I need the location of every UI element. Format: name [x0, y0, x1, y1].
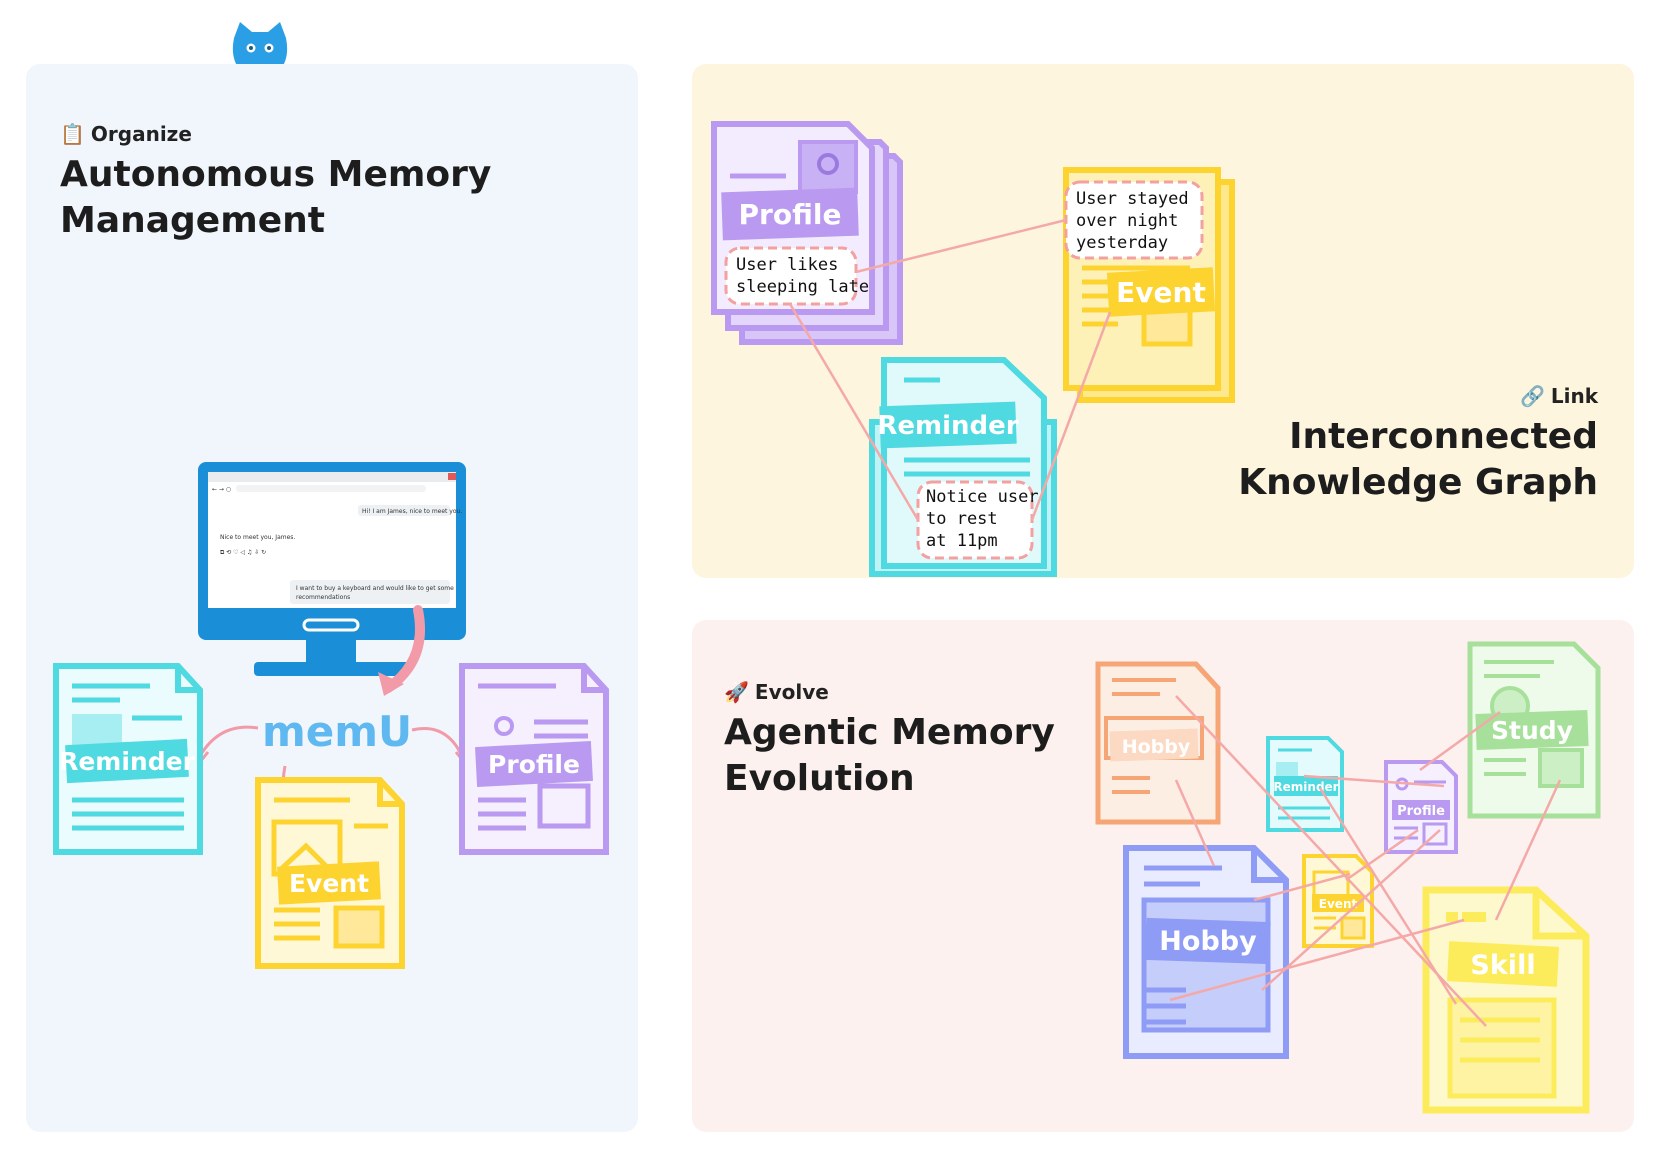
event-document-icon-small: Event — [1302, 854, 1374, 948]
svg-text:over night: over night — [1076, 211, 1178, 231]
study-document-icon: Study — [1467, 641, 1601, 819]
rocket-icon: 🚀 — [724, 680, 749, 704]
evolve-event-label: Event — [1319, 897, 1358, 911]
svg-text:recommendations: recommendations — [296, 594, 350, 601]
profile-document-icon-small: Profile — [1384, 760, 1458, 854]
event-document-icon: Event User stayed over night yesterday — [1063, 167, 1235, 403]
svg-text:yesterday: yesterday — [1076, 233, 1168, 253]
evolve-reminder-label: Reminder — [1273, 780, 1338, 794]
link-icon: 🔗 — [1519, 384, 1545, 408]
profile-note: User likes — [736, 255, 838, 275]
evolve-link-lines — [1169, 695, 1562, 1027]
hobby-label: Hobby — [1159, 926, 1257, 957]
svg-text:sleeping late: sleeping late — [736, 277, 869, 297]
reminder-document-icon: Reminder Notice user to rest at 11pm — [869, 357, 1057, 577]
reminder-note: Notice user — [926, 487, 1039, 507]
svg-text:⧉ ⟲ ♡ ◁ ♫ ⇩ ↻: ⧉ ⟲ ♡ ◁ ♫ ⇩ ↻ — [220, 549, 266, 556]
reminder-document-icon: Reminder — [53, 663, 203, 855]
skill-document-icon: Skill — [1422, 886, 1590, 1114]
reminder-label: Reminder — [59, 747, 195, 776]
profile-document-icon: Profile — [459, 663, 609, 855]
hobby-document-icon-small: Hobby — [1095, 661, 1221, 825]
chat-user-message-2: I want to buy a keyboard and would like … — [296, 585, 454, 592]
clipboard-icon: 📋 — [60, 122, 85, 146]
svg-text:at 11pm: at 11pm — [926, 531, 998, 551]
link-event-label: Event — [1116, 276, 1206, 309]
link-reminder-label: Reminder — [877, 411, 1018, 441]
event-document-icon: Event — [255, 777, 405, 969]
svg-text:← → ○: ← → ○ — [212, 486, 231, 493]
event-label: Event — [289, 869, 369, 898]
profile-label: Profile — [488, 750, 580, 779]
skill-label: Skill — [1470, 950, 1535, 981]
organize-tag: 📋Organize — [60, 122, 192, 146]
link-profile-label: Profile — [739, 198, 842, 231]
hobby-small-label: Hobby — [1122, 736, 1191, 758]
memu-brand: memU — [262, 707, 412, 756]
organize-title: Autonomous Memory Management — [60, 154, 492, 241]
profile-document-icon: Profile User likes sleeping late — [711, 121, 903, 345]
study-label: Study — [1491, 716, 1573, 745]
link-lines — [788, 218, 1112, 521]
evolve-title: Agentic Memory Evolution — [724, 712, 1055, 799]
monitor-icon: ← → ○ Hi! I am James, nice to meet you. … — [198, 462, 466, 676]
link-tag: 🔗Link — [1519, 384, 1598, 408]
hobby-document-icon: Hobby — [1123, 845, 1289, 1059]
svg-text:to rest: to rest — [926, 509, 998, 529]
reminder-document-icon-small: Reminder — [1266, 736, 1344, 832]
event-note: User stayed — [1076, 189, 1189, 209]
chat-user-message-1: Hi! I am James, nice to meet you. — [362, 508, 462, 515]
evolve-tag: 🚀Evolve — [724, 680, 829, 704]
link-title: Interconnected Knowledge Graph — [1238, 416, 1598, 503]
chat-bot-message: Nice to meet you, James. — [220, 534, 295, 541]
evolve-profile-label: Profile — [1397, 804, 1445, 819]
